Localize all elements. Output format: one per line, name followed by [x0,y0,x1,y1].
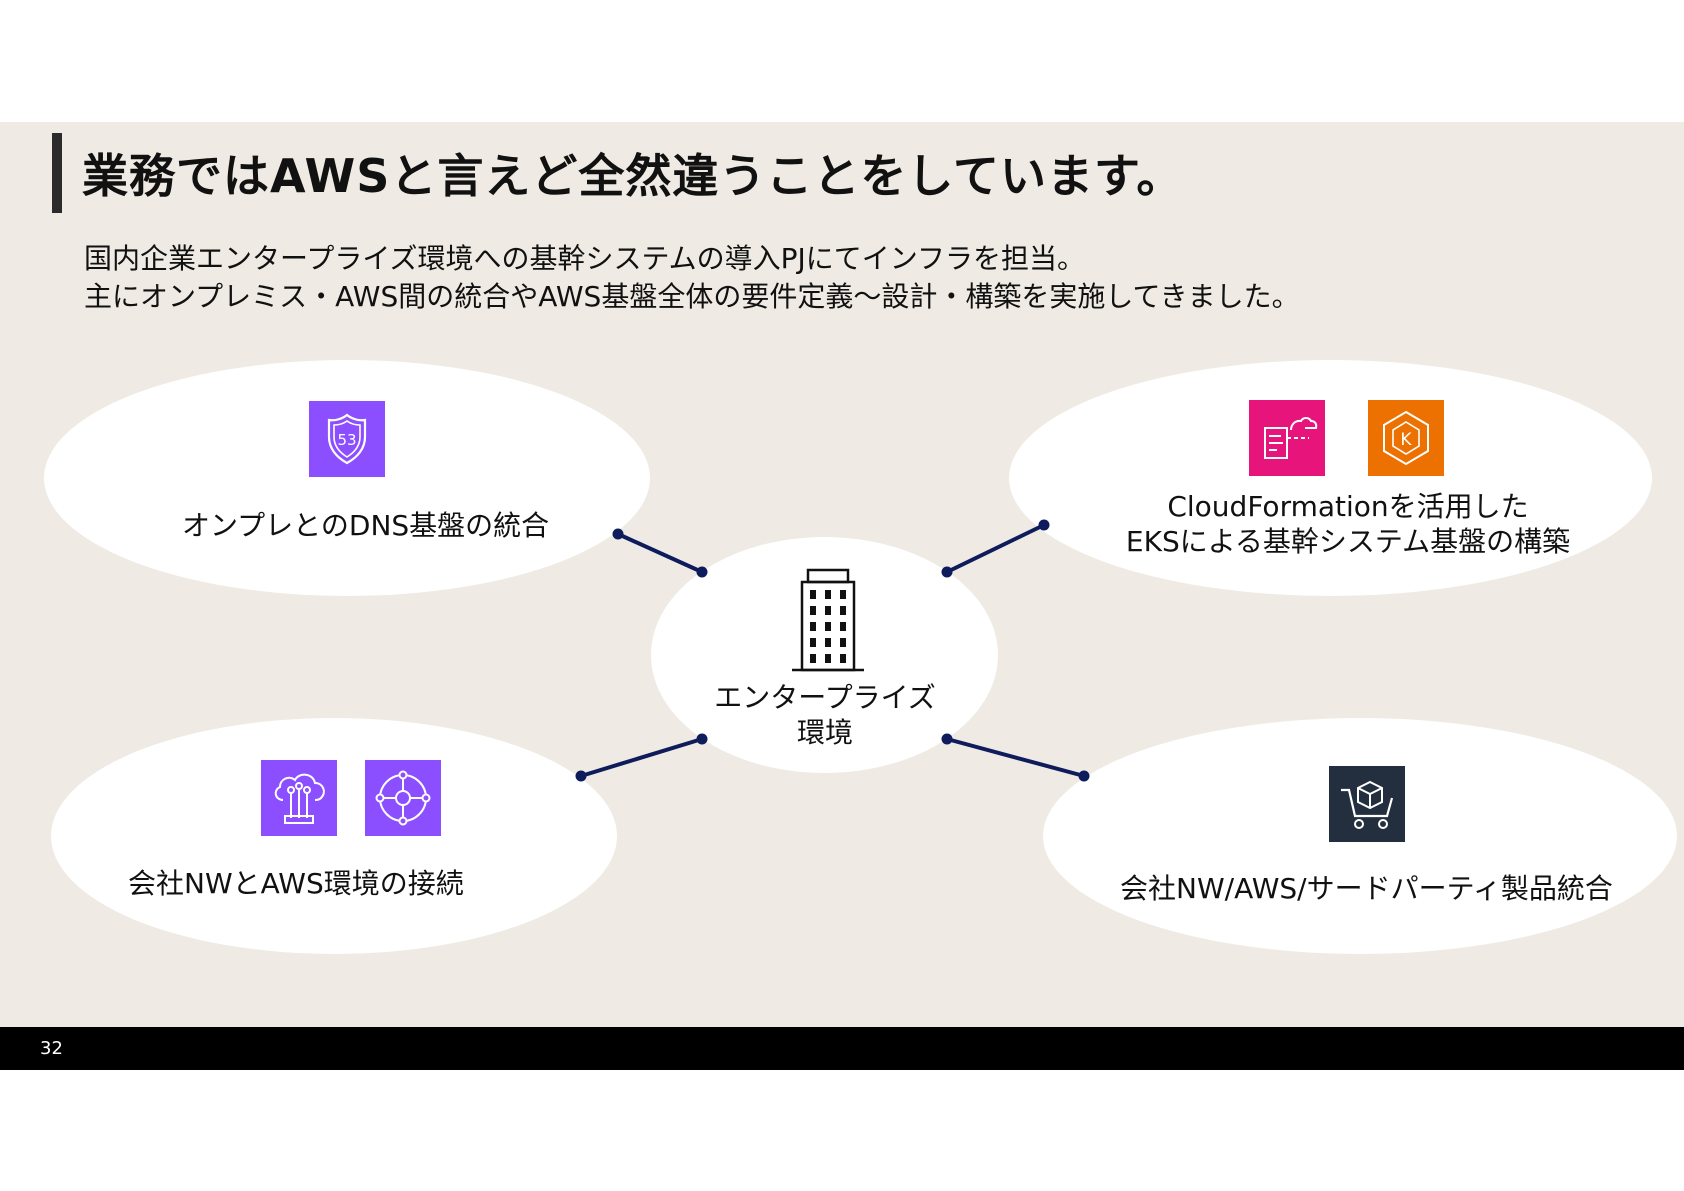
subtitle-line-1: 国内企業エンタープライズ環境への基幹システムの導入PJにてインフラを担当。 [84,242,1085,275]
center-label-line-1: エンタープライズ [714,681,936,714]
node-network-ellipse [51,718,617,954]
node-network-label: 会社NWとAWS環境の接続 [128,867,464,900]
node-thirdparty-label: 会社NW/AWS/サードパーティ製品統合 [1120,872,1613,905]
subtitle-line-2: 主にオンプレミス・AWS間の統合やAWS基盤全体の要件定義～設計・構築を実施して… [84,280,1300,313]
route53-icon: 53 [309,401,385,477]
footer-bar [0,1027,1684,1070]
eks-icon: K [1368,400,1444,476]
center-ellipse [651,537,998,773]
center-label: エンタープライズ 環境 [689,680,961,750]
slide-title: 業務ではAWSと言えど全然違うことをしています。 [82,149,1184,203]
marketplace-icon [1329,766,1405,842]
transit-gateway-icon [365,760,441,836]
node-dns-ellipse [44,360,650,596]
title-accent-bar [52,133,62,213]
cloudformation-icon [1249,400,1325,476]
page-number: 32 [40,1038,63,1059]
node-eks-ellipse [1009,360,1652,596]
office-building-icon [792,568,864,672]
svg-text:53: 53 [337,431,356,449]
svg-text:K: K [1400,430,1412,450]
direct-connect-icon [261,760,337,836]
node-eks-label: CloudFormationを活用した EKSによる基幹システム基盤の構築 [1120,489,1576,559]
node-eks-label-line-1: CloudFormationを活用した [1167,490,1529,523]
node-eks-label-line-2: EKSによる基幹システム基盤の構築 [1125,525,1571,558]
center-label-line-2: 環境 [796,716,853,749]
node-dns-label: オンプレとのDNS基盤の統合 [182,509,550,542]
